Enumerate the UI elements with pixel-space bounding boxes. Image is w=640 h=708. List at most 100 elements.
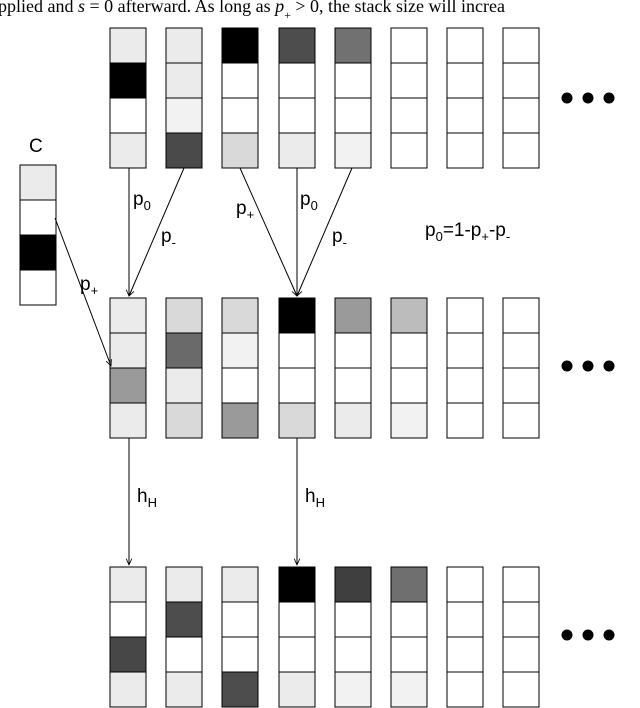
stack-cell (109, 601, 147, 638)
stack-cell (165, 132, 203, 169)
arrow-pminus-mid (297, 167, 353, 296)
ellipsis-dot (603, 629, 615, 641)
stack-cell (390, 27, 428, 64)
controller-cell (19, 234, 57, 271)
label-hH-mid: hH (305, 486, 325, 510)
ellipsis-top (561, 92, 615, 104)
stack-cell (390, 62, 428, 99)
stack-cell (334, 332, 372, 369)
stack-cell (278, 332, 316, 369)
label-pplus-controller: p+ (80, 274, 98, 298)
ellipsis-dot (582, 92, 594, 104)
label-p0-left: p0 (133, 189, 151, 213)
stack-cell (446, 671, 484, 708)
stack-cell (221, 332, 259, 369)
stack-cell (165, 367, 203, 404)
transition-arrows (54, 167, 353, 565)
ellipsis-middle (561, 360, 615, 372)
stack-cell (165, 601, 203, 638)
stack-cell (165, 402, 203, 439)
stack-cell (446, 62, 484, 99)
stack-cell (446, 332, 484, 369)
controller-cell (19, 199, 57, 236)
stack-cell (334, 671, 372, 708)
stack-cell (502, 636, 540, 673)
stack-cell (278, 297, 316, 334)
arrow-pminus-left (129, 167, 185, 296)
stack-cell (334, 367, 372, 404)
stack-cell (109, 132, 147, 169)
stack-cell (109, 97, 147, 134)
stack-cell (502, 132, 540, 169)
label-pminus-mid: p- (332, 226, 347, 250)
ellipsis-dot (582, 629, 594, 641)
stack-cell (502, 27, 540, 64)
ellipsis-dot (561, 92, 573, 104)
stack-cell (109, 566, 147, 603)
controller-stack (19, 164, 57, 306)
ellipsis-dot (582, 360, 594, 372)
stack-cell (278, 62, 316, 99)
stack-cell (221, 367, 259, 404)
stack-cell (221, 132, 259, 169)
stack-cell (334, 297, 372, 334)
stack-cell (109, 671, 147, 708)
ellipsis-dot (561, 629, 573, 641)
bottom-stack-layer (109, 566, 540, 708)
stack-cell (221, 566, 259, 603)
stack-cell (278, 97, 316, 134)
stack-cell (165, 671, 203, 708)
stack-cell (502, 402, 540, 439)
stack-cell (390, 601, 428, 638)
stack-cell (221, 97, 259, 134)
stack-cell (502, 367, 540, 404)
arrow-pplus-mid (239, 167, 298, 296)
controller-cell (19, 164, 57, 201)
stack-cell (278, 566, 316, 603)
stack-cell (446, 601, 484, 638)
stack-cell (221, 27, 259, 64)
middle-stack-layer (109, 297, 540, 439)
stack-cell (334, 132, 372, 169)
stack-cell (502, 671, 540, 708)
stack-cell (334, 62, 372, 99)
stack-cell (278, 636, 316, 673)
stack-cell (221, 601, 259, 638)
stack-cell (334, 601, 372, 638)
top-stack-layer (109, 27, 540, 169)
stack-cell (502, 566, 540, 603)
label-pminus-left: p- (161, 226, 176, 250)
ellipsis-dot (603, 360, 615, 372)
stack-cell (278, 27, 316, 64)
stack-cell (221, 671, 259, 708)
stack-cell (165, 62, 203, 99)
stack-cell (446, 402, 484, 439)
stack-cell (446, 566, 484, 603)
stack-cell (165, 636, 203, 673)
stack-cell (390, 297, 428, 334)
stack-cell (165, 332, 203, 369)
ellipsis-bottom (561, 629, 615, 641)
stack-cell (334, 402, 372, 439)
stack-cell (390, 132, 428, 169)
stack-cell (390, 332, 428, 369)
stack-cell (109, 332, 147, 369)
ellipsis-dot (603, 92, 615, 104)
stack-cell (446, 97, 484, 134)
controller-cell (19, 269, 57, 306)
stack-cell (502, 297, 540, 334)
stack-cell (390, 636, 428, 673)
stack-cell (334, 27, 372, 64)
stack-cell (446, 27, 484, 64)
stack-cell (109, 297, 147, 334)
stack-cell (165, 566, 203, 603)
stack-cell (390, 402, 428, 439)
stack-cell (390, 671, 428, 708)
label-formula: p0=1-p+-p- (425, 220, 510, 244)
stack-cell (278, 601, 316, 638)
stack-cell (446, 367, 484, 404)
stack-cell (109, 402, 147, 439)
stack-cell (221, 402, 259, 439)
stack-cell (109, 62, 147, 99)
